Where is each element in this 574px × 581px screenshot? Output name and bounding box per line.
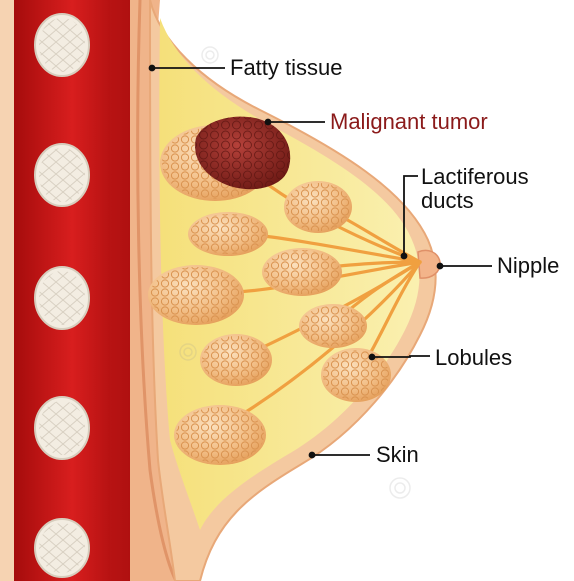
lobule: [174, 405, 266, 465]
lobule: [284, 181, 352, 233]
label-lactiferous-ducts-line2: ducts: [421, 189, 474, 213]
label-lactiferous-ducts-line1: Lactiferous: [421, 165, 529, 189]
lobule: [299, 304, 367, 348]
label-nipple: Nipple: [497, 254, 559, 278]
nipple: [418, 250, 440, 278]
lobule: [262, 248, 342, 296]
lobule: [188, 212, 268, 256]
label-fatty-tissue: Fatty tissue: [230, 56, 342, 80]
label-skin: Skin: [376, 443, 419, 467]
label-lobules: Lobules: [435, 346, 512, 370]
lobule: [148, 265, 244, 325]
label-malignant-tumor: Malignant tumor: [330, 110, 488, 134]
lobule: [200, 334, 272, 386]
leader-lobules: [372, 356, 430, 357]
